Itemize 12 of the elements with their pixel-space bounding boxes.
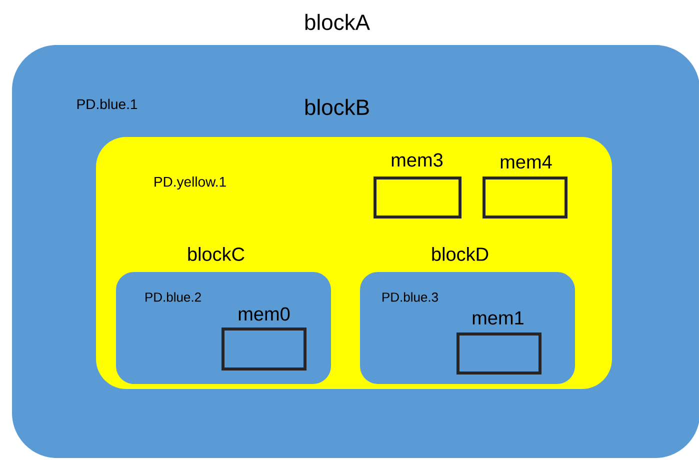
block-label: mem3 bbox=[392, 153, 443, 167]
domain-label: PD.blue.3 bbox=[382, 292, 438, 302]
block-label: blockB bbox=[305, 98, 369, 116]
block-label: mem1 bbox=[472, 311, 524, 325]
block-label: mem0 bbox=[238, 307, 290, 321]
block-label: mem4 bbox=[500, 155, 552, 169]
block-label: blockD bbox=[432, 247, 488, 261]
block-label: blockA bbox=[305, 14, 370, 30]
domain-label: PD.blue.1 bbox=[77, 98, 138, 110]
domain-label: PD.blue.2 bbox=[146, 292, 201, 302]
block-label: blockC bbox=[188, 247, 244, 261]
domain-label: PD.yellow.1 bbox=[154, 176, 226, 190]
